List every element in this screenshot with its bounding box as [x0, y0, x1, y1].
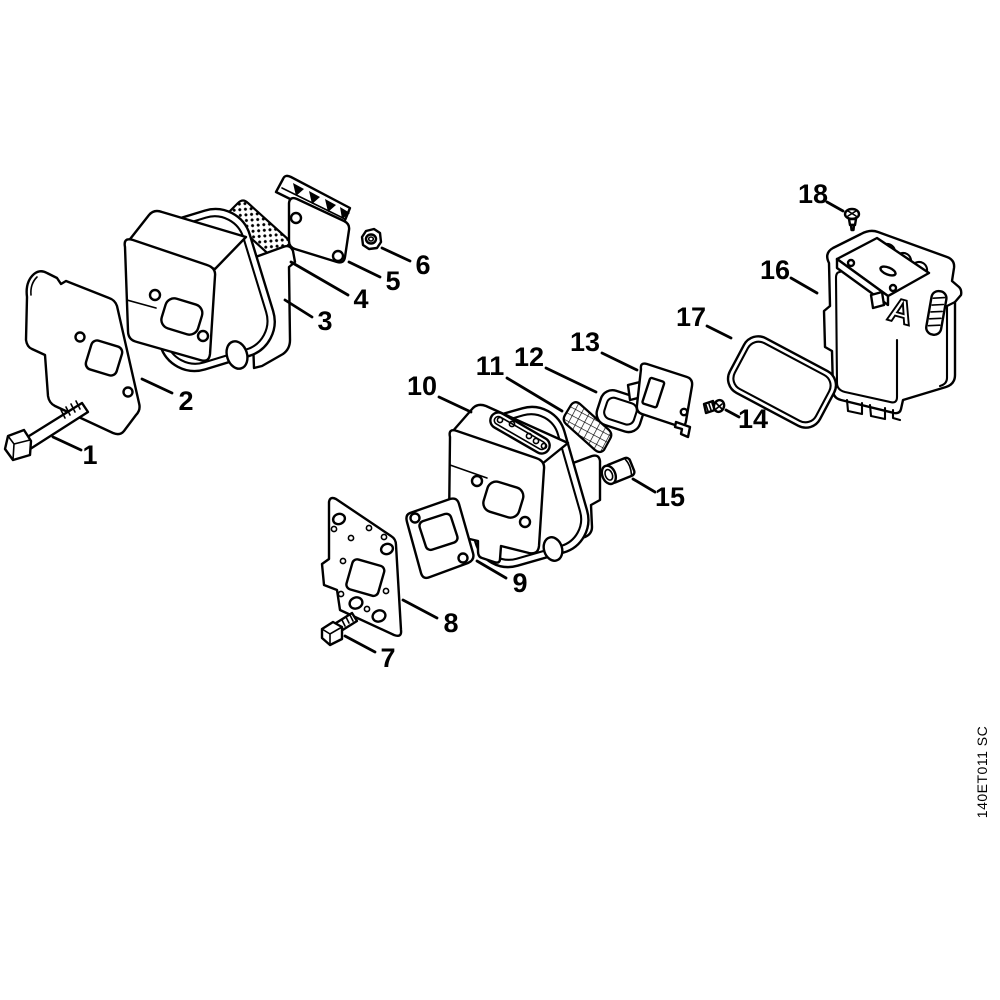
housing-bottom-notches	[845, 398, 902, 422]
callout-leader-line-7	[343, 634, 377, 654]
part-3-muffler-body	[123, 207, 297, 373]
part-15-socket-screw	[600, 456, 636, 486]
part-10-muffler-body	[447, 403, 602, 569]
callout-label-11: 11	[476, 351, 505, 381]
callout-leader-line-3	[283, 298, 314, 319]
part-12-gasket-frame	[595, 389, 646, 434]
part-8-cooling-plate	[320, 496, 403, 638]
screw-head	[3, 428, 33, 462]
callout-leader-line-10	[437, 395, 473, 414]
callout-label-15: 15	[655, 482, 685, 512]
callout-leader-line-2	[140, 377, 174, 395]
bracket-slot	[879, 265, 897, 277]
part-7-screw	[320, 611, 359, 647]
louver-slots	[293, 183, 350, 219]
callout-label-10: 10	[407, 371, 437, 401]
part-9-gasket	[405, 497, 475, 580]
callout-leader-line-1	[51, 435, 83, 452]
part-13-cover	[626, 362, 694, 439]
callout-leader-line-15	[631, 477, 657, 494]
callout-leader-line-14	[724, 408, 741, 419]
callout-label-1: 1	[82, 440, 97, 470]
part-16-air-baffle-housing: A	[822, 229, 963, 422]
part-14-screw	[702, 398, 726, 415]
callout-leader-line-13	[600, 351, 639, 372]
callout-leader-line-12	[544, 366, 598, 394]
callout-leader-line-4	[289, 260, 350, 297]
callout-leader-line-6	[380, 246, 412, 263]
callout-label-8: 8	[443, 608, 458, 638]
callout-label-12: 12	[514, 342, 544, 372]
part-5-screen-cover	[274, 174, 352, 264]
callout-label-6: 6	[415, 250, 430, 280]
part-2-gasket-plate	[24, 270, 141, 436]
callout-label-14: 14	[738, 404, 768, 434]
callout-label-2: 2	[178, 386, 193, 416]
part-6-nut	[360, 227, 383, 251]
part-1-collar-screw	[3, 400, 90, 462]
callout-leader-line-5	[347, 260, 382, 279]
callout-label-17: 17	[676, 302, 706, 332]
callout-label-3: 3	[317, 306, 332, 336]
callout-leader-line-16	[789, 276, 819, 295]
diagram-code: 140ET011 SC	[974, 726, 990, 818]
callout-label-18: 18	[798, 179, 828, 209]
callout-leader-line-8	[401, 598, 439, 620]
part-17-sealing-pad	[726, 335, 838, 429]
callout-label-7: 7	[380, 643, 395, 673]
callout-leader-line-11	[505, 376, 564, 413]
callout-leader-line-18	[825, 200, 845, 213]
callout-label-9: 9	[512, 568, 527, 598]
callout-label-16: 16	[760, 255, 790, 285]
part-11-spark-arrester-screen	[562, 401, 613, 454]
callout-label-4: 4	[353, 284, 368, 314]
callout-leader-line-9	[475, 559, 508, 580]
callout-leader-line-17	[705, 324, 733, 340]
callout-label-13: 13	[570, 327, 600, 357]
part-18-screw	[843, 207, 861, 232]
callout-label-5: 5	[385, 266, 400, 296]
housing-spring	[925, 289, 948, 336]
gasket-opening	[418, 512, 459, 552]
exhaust-port	[482, 480, 525, 519]
exhaust-port	[160, 297, 204, 336]
plate-opening	[345, 558, 386, 598]
gasket-opening	[84, 339, 124, 377]
muffler-top-face	[125, 209, 248, 271]
